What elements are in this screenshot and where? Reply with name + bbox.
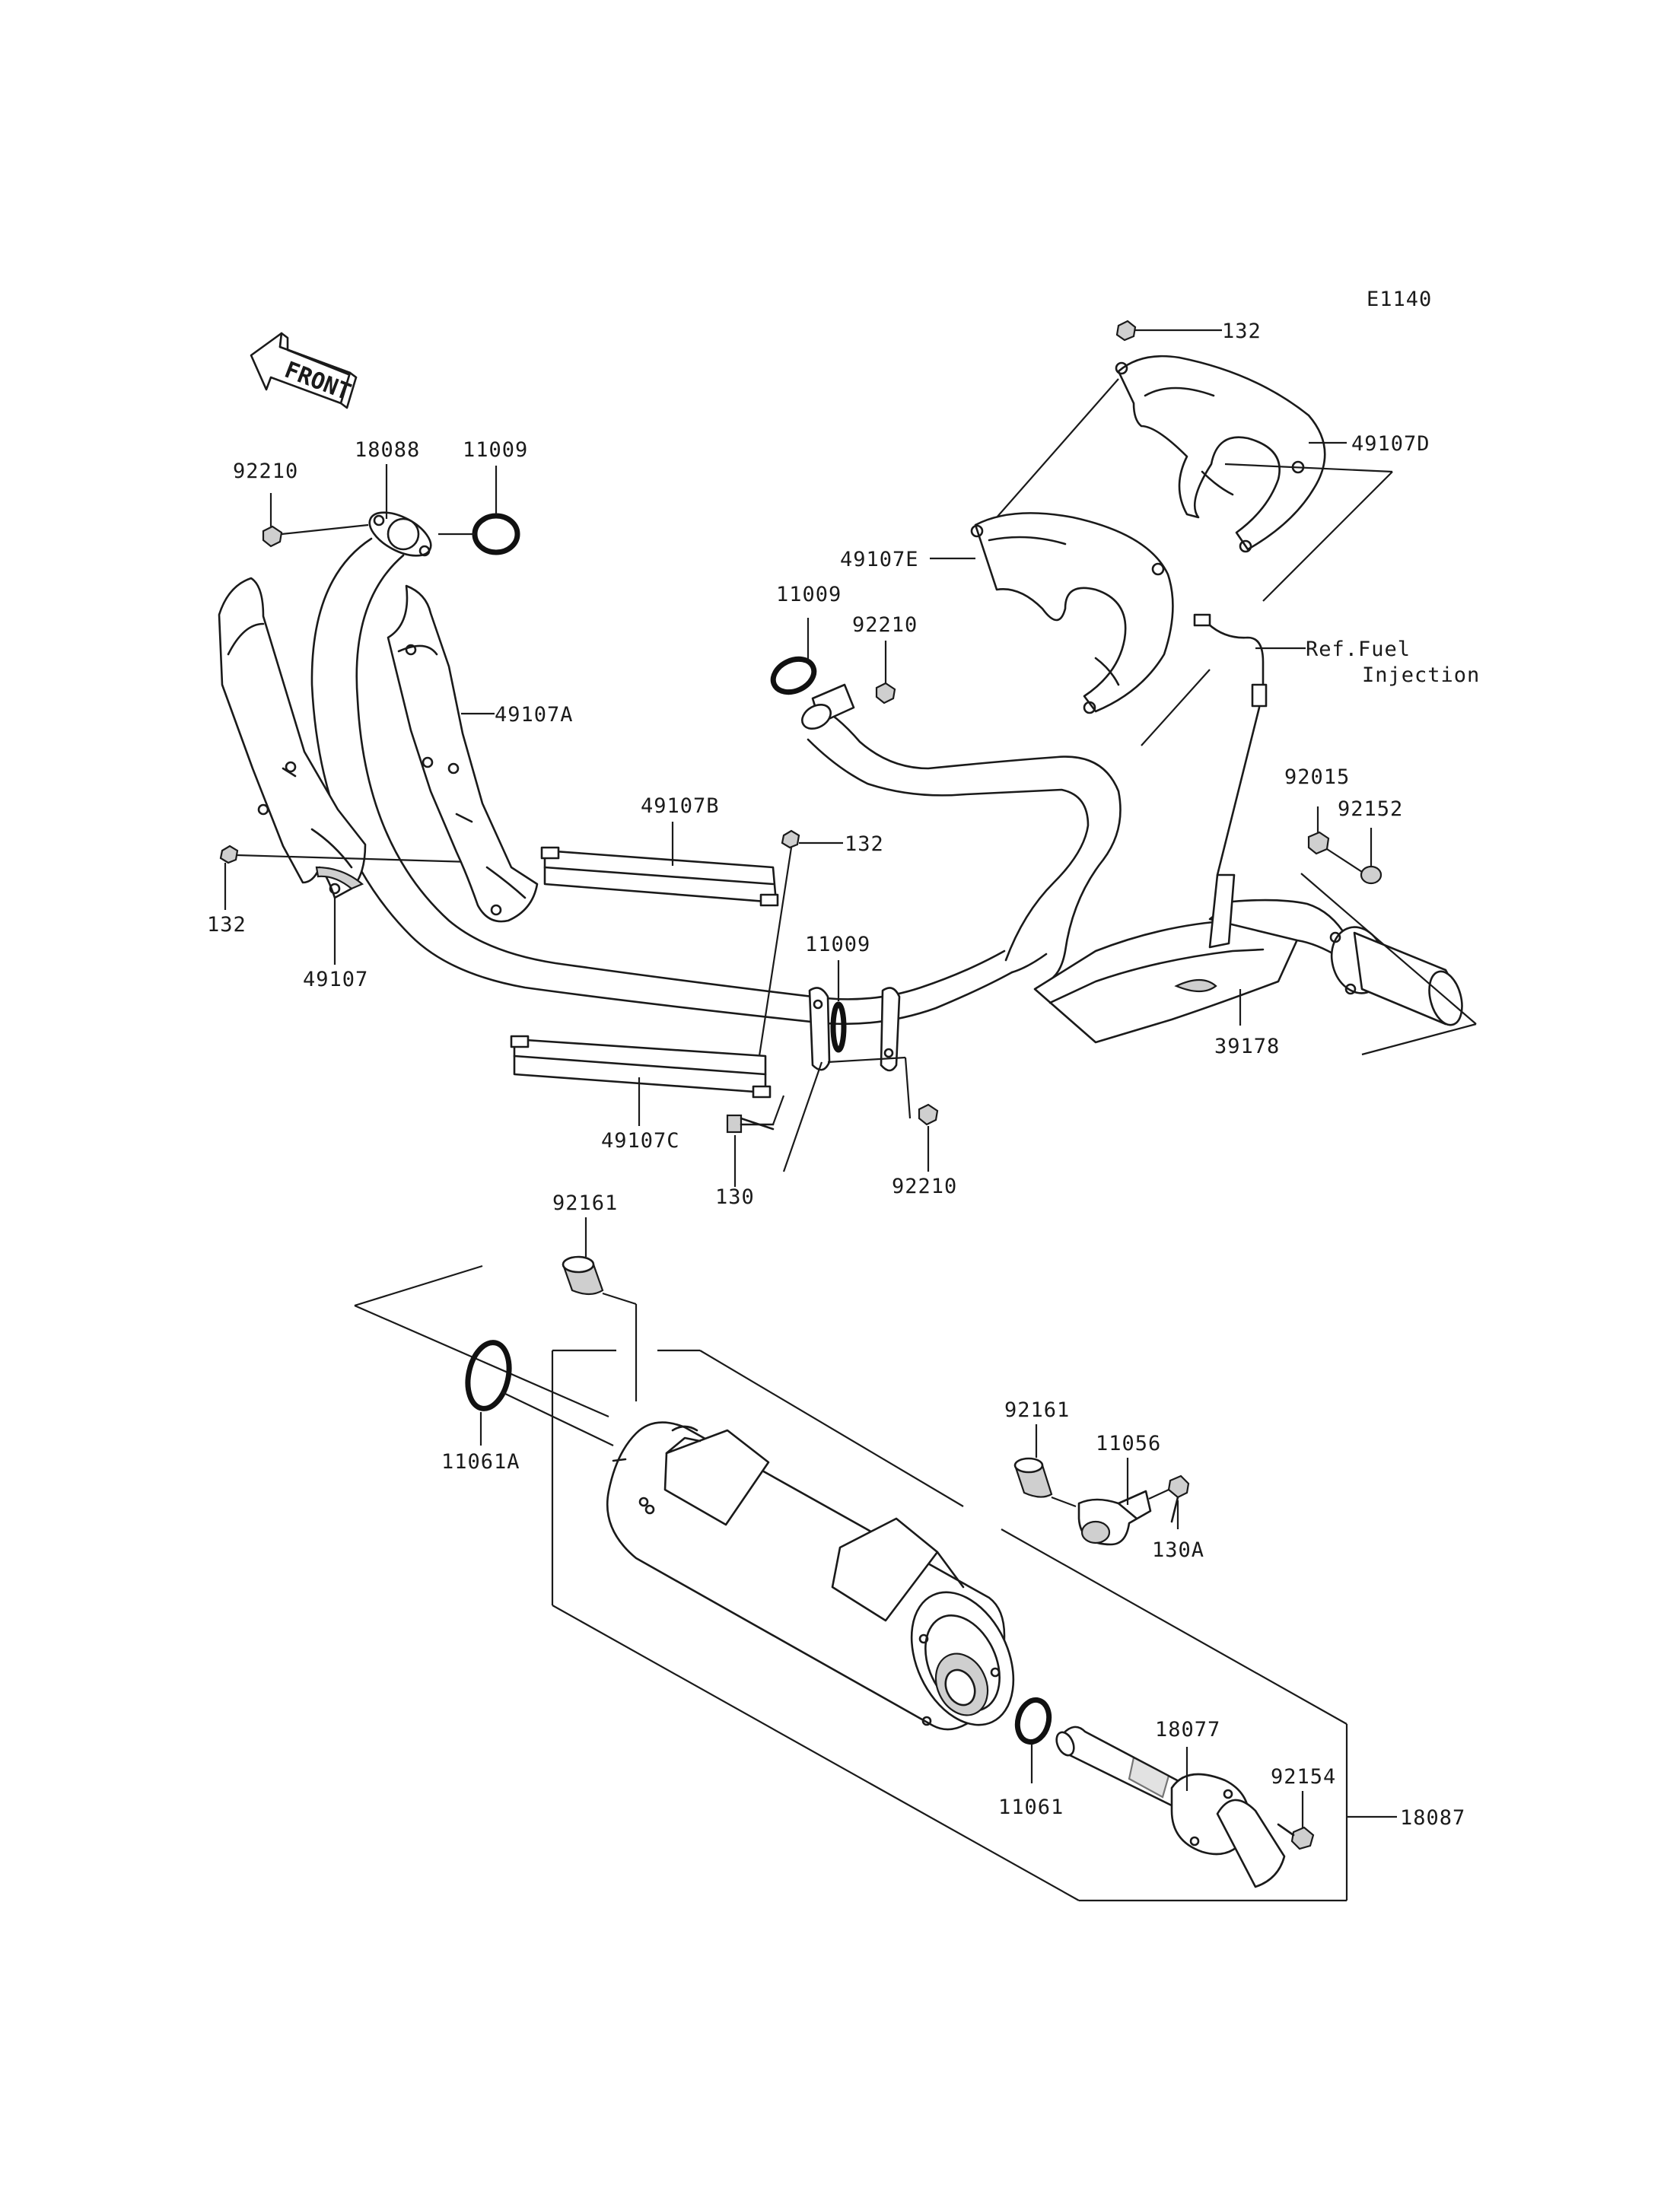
nut-132-mid bbox=[781, 829, 800, 849]
silencer-18087 bbox=[606, 1421, 1015, 1731]
heat-shield-49107A bbox=[387, 584, 539, 923]
ref-note-line1: Ref.Fuel bbox=[1306, 638, 1411, 661]
callout-11061: 11061 bbox=[998, 1796, 1064, 1819]
callout-18087: 18087 bbox=[1400, 1806, 1465, 1830]
callout-49107A: 49107A bbox=[495, 703, 574, 727]
heat-shield-49107E bbox=[970, 512, 1174, 714]
callout-11056: 11056 bbox=[1096, 1432, 1161, 1455]
bolt-130 bbox=[726, 1114, 775, 1134]
callout-132-mid: 132 bbox=[845, 832, 884, 856]
heat-shield-49107D bbox=[1115, 355, 1326, 553]
front-arrow-icon: FRONT bbox=[250, 332, 358, 409]
flange-joint bbox=[808, 987, 901, 1072]
clamp-11056 bbox=[1077, 1490, 1152, 1546]
callout-39178: 39178 bbox=[1214, 1035, 1280, 1058]
o2-sensor bbox=[1193, 613, 1268, 876]
callout-49107E: 49107E bbox=[840, 548, 919, 571]
callout-11009-c: 11009 bbox=[805, 933, 870, 956]
callout-92210-c: 92210 bbox=[892, 1175, 957, 1198]
ref-note-line2: Injection bbox=[1362, 663, 1480, 687]
nut-92210-a bbox=[262, 525, 283, 548]
callout-11009-a: 11009 bbox=[463, 438, 528, 462]
callout-92210-a: 92210 bbox=[233, 460, 298, 483]
nut-92210-b bbox=[875, 682, 896, 705]
callout-130A: 130A bbox=[1152, 1538, 1204, 1562]
spark-arrester-18077 bbox=[1055, 1726, 1286, 1888]
exhaust-header-pipe-2 bbox=[801, 683, 1122, 981]
heat-shield-49107B bbox=[540, 846, 779, 907]
catalyst-assembly-39178 bbox=[1033, 873, 1463, 1044]
nut-132-top bbox=[1115, 320, 1137, 342]
callout-18077: 18077 bbox=[1155, 1718, 1220, 1742]
callout-49107D: 49107D bbox=[1351, 432, 1430, 456]
callout-49107C: 49107C bbox=[601, 1129, 680, 1153]
diagram-code: E1140 bbox=[1367, 288, 1432, 311]
callout-130: 130 bbox=[715, 1185, 755, 1209]
nut-92015 bbox=[1307, 831, 1330, 855]
callout-92152: 92152 bbox=[1338, 797, 1403, 821]
gasket-11009-b bbox=[770, 656, 817, 695]
gasket-11009-a bbox=[472, 513, 520, 555]
spacer-92161-a bbox=[562, 1255, 604, 1296]
callout-92210-b: 92210 bbox=[852, 613, 918, 637]
spacer-92161-b bbox=[1013, 1457, 1053, 1498]
callout-11061A: 11061A bbox=[441, 1450, 520, 1474]
gasket-11061A bbox=[465, 1340, 512, 1411]
callout-92015: 92015 bbox=[1284, 765, 1350, 789]
screw-92154 bbox=[1277, 1823, 1315, 1850]
callout-92154: 92154 bbox=[1271, 1765, 1336, 1789]
callout-11009-b: 11009 bbox=[776, 583, 842, 606]
nut-92210-c bbox=[918, 1103, 939, 1126]
callout-132-left: 132 bbox=[207, 913, 247, 937]
callout-49107: 49107 bbox=[303, 968, 368, 991]
callout-49107B: 49107B bbox=[641, 794, 720, 818]
washer-92152 bbox=[1360, 865, 1382, 885]
heat-shield-49107C bbox=[510, 1035, 772, 1099]
callout-92161-b: 92161 bbox=[1004, 1398, 1070, 1422]
heat-shield-49107 bbox=[218, 577, 367, 899]
callout-18088: 18088 bbox=[355, 438, 420, 462]
bolt-130A bbox=[1167, 1474, 1190, 1523]
callout-132-top: 132 bbox=[1222, 320, 1262, 343]
callout-92161-a: 92161 bbox=[552, 1191, 618, 1215]
gasket-11061 bbox=[1014, 1697, 1052, 1745]
nut-132-left bbox=[219, 845, 239, 864]
